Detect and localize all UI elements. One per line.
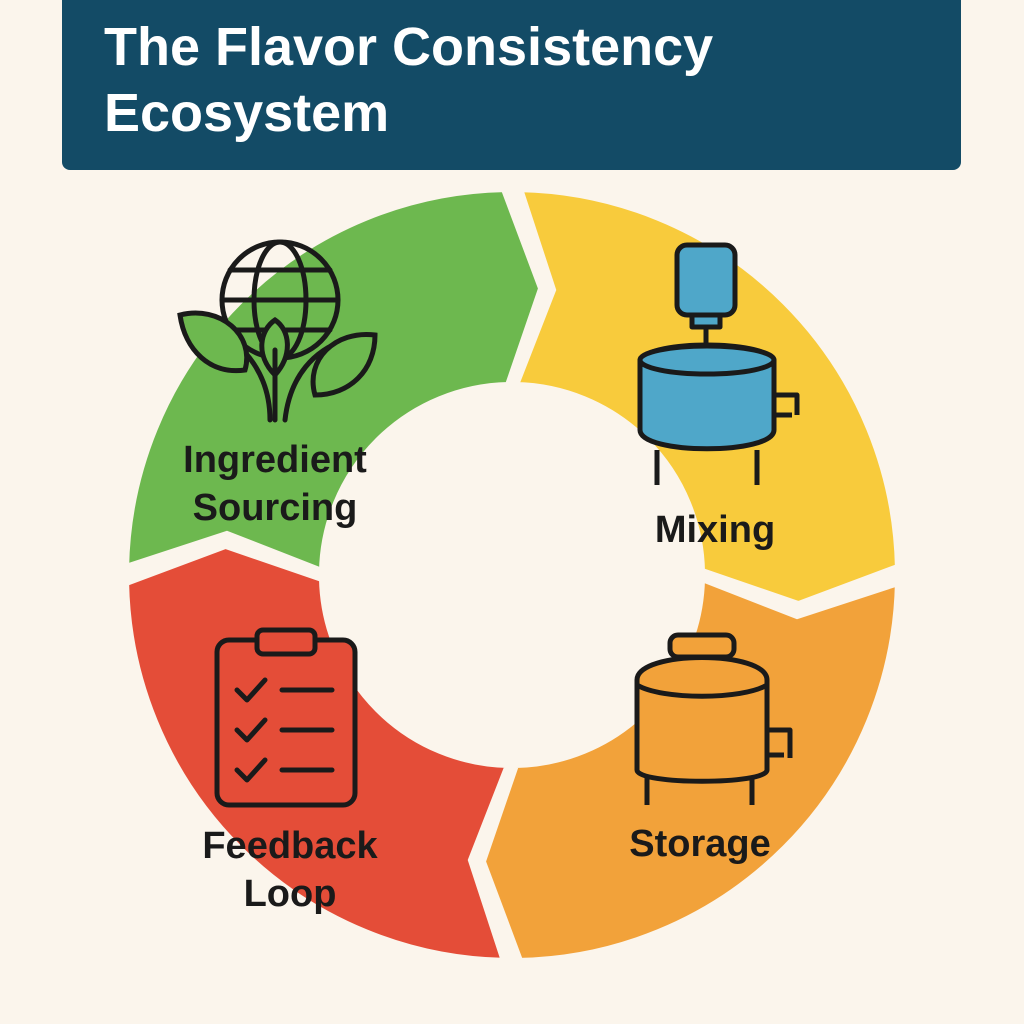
- globe-leaves-icon: [177, 239, 378, 423]
- storage-tank-icon: [634, 632, 793, 805]
- stage-label-mixing: Mixing: [654, 509, 776, 551]
- clipboard-checklist-icon: [214, 627, 358, 808]
- title-banner: The Flavor Consistency Ecosystem: [62, 0, 961, 170]
- stage-label-storage: Storage: [629, 823, 771, 865]
- mixer-tank-icon: [637, 242, 800, 485]
- page-title: The Flavor Consistency Ecosystem: [104, 17, 714, 143]
- stage-label-ingredient-sourcing: Ingredient Sourcing: [183, 439, 367, 529]
- stage-label-feedback-loop: Feedback Loop: [202, 825, 378, 915]
